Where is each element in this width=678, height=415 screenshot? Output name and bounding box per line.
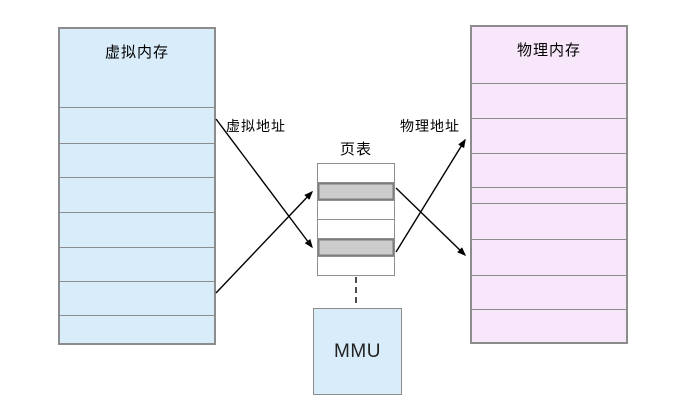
physical-memory-cell [472, 309, 626, 342]
virtual-to-pagetable-arrow-upper [215, 118, 313, 249]
page-table-entry [318, 219, 394, 238]
virtual-memory-cell [60, 177, 214, 212]
page-table [317, 163, 395, 276]
virtual-to-pagetable-arrow-lower [215, 190, 314, 294]
pagetable-to-physical-arrow-lower [395, 138, 466, 253]
page-table-entry [318, 200, 394, 219]
physical-memory-cell [472, 153, 626, 187]
page-table-entry-mapped [318, 181, 394, 201]
virtual-memory-cell [60, 143, 214, 177]
physical-memory-cell [472, 203, 626, 239]
page-table-entry [318, 164, 394, 182]
page-table-entry [318, 256, 394, 275]
page-table-title: 页表 [339, 141, 372, 158]
virtual-memory-cell [60, 315, 214, 343]
physical-memory-cell [472, 118, 626, 153]
virtual-memory-cell [60, 281, 214, 315]
physical-memory-cell [472, 187, 626, 203]
virtual-memory-cell [60, 212, 214, 247]
physical-memory-title: 物理内存 [516, 42, 581, 59]
page-table-entry-mapped [318, 237, 394, 257]
virtual-memory-title: 虚拟内存 [104, 44, 169, 61]
physical-address-label: 物理地址 [400, 118, 460, 134]
virtual-memory-cell [60, 107, 214, 143]
mmu-box: MMU [313, 308, 402, 395]
mmu-label: MMU [334, 340, 381, 362]
physical-memory-cell [472, 239, 626, 275]
pagetable-to-physical-arrow-upper [395, 187, 467, 257]
virtual-address-label: 虚拟地址 [226, 118, 286, 134]
physical-memory-cell [472, 275, 626, 309]
physical-memory-cell [472, 83, 626, 118]
physical-memory-box: 物理内存 [470, 25, 628, 344]
virtual-memory-cell [60, 247, 214, 281]
virtual-memory-box: 虚拟内存 [58, 27, 216, 345]
